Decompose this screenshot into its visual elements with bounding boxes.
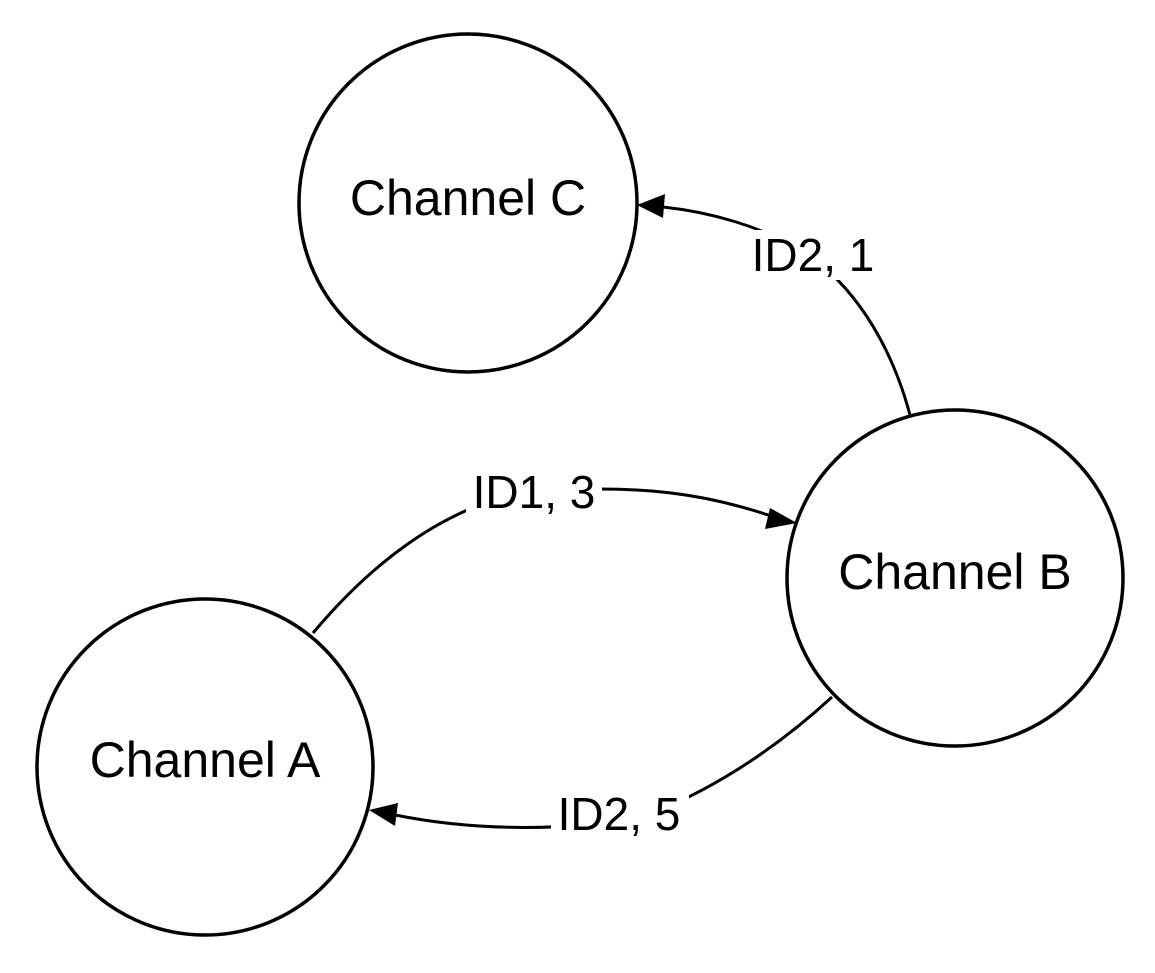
- node-channel-c: Channel C: [297, 32, 639, 374]
- node-channel-b-circle: [785, 408, 1125, 748]
- edge-label-group-b-to-c: ID2, 1: [745, 229, 883, 281]
- node-channel-a-label: Channel A: [90, 732, 321, 788]
- edge-label-b-to-a: ID2, 5: [558, 788, 681, 840]
- edge-label-group-a-to-b: ID1, 3: [466, 466, 602, 518]
- edge-label-group-b-to-a: ID2, 5: [551, 788, 689, 840]
- node-channel-a-circle: [35, 597, 375, 937]
- edge-label-a-to-b: ID1, 3: [473, 466, 596, 518]
- edge-b-to-a-arrowhead: [369, 803, 398, 826]
- node-channel-a: Channel A: [35, 597, 375, 937]
- node-channel-c-circle: [297, 32, 639, 374]
- edge-b-to-c: [637, 194, 912, 416]
- node-channel-c-label: Channel C: [350, 170, 586, 226]
- node-channel-b-label: Channel B: [838, 544, 1072, 600]
- edge-a-to-b-arrowhead: [765, 508, 797, 529]
- edge-label-b-to-c: ID2, 1: [752, 229, 875, 281]
- node-channel-b: Channel B: [785, 408, 1125, 748]
- edge-b-to-c-arrowhead: [637, 194, 665, 218]
